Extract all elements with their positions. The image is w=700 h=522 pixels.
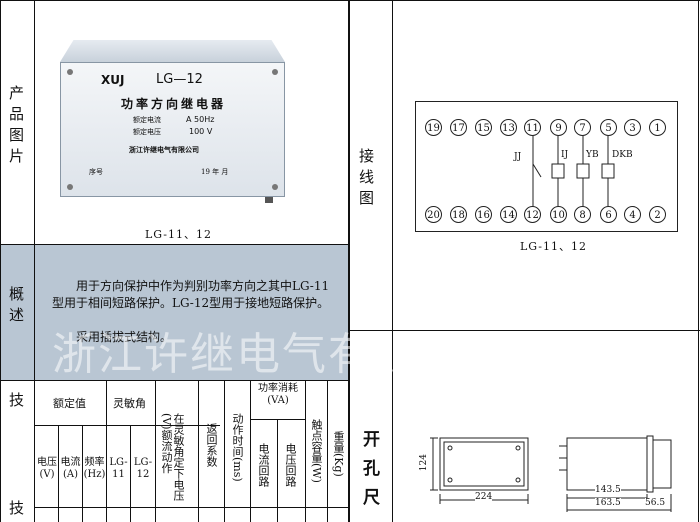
- th-lg12: LG-12: [133, 457, 153, 480]
- dim-143-5: 143.5: [595, 485, 621, 495]
- cutout-side-view: 143.5 163.5 56.5: [555, 430, 685, 518]
- product-photo: XUJ LG—12 功率方向继电器 额定电流 A 50Hz 额定电压 100 V…: [60, 40, 285, 203]
- tag-ij: IJ: [561, 150, 569, 160]
- terminal-7: 7: [574, 119, 591, 136]
- th-sensitive-angle: 灵敏角: [113, 397, 146, 410]
- cutout-label: 开孔尺: [359, 430, 379, 517]
- terminal-11: 11: [524, 119, 541, 136]
- terminal-14: 14: [500, 206, 517, 223]
- row-divider-right: [349, 330, 700, 331]
- maker-name: 浙江许继电气有限公司: [129, 145, 199, 154]
- th-power-cons: 功率消耗(VA): [258, 383, 298, 406]
- left-border: [0, 0, 1, 522]
- cutout-front-view: 124 224: [419, 432, 540, 512]
- rated-current-value: A 50Hz: [186, 115, 215, 124]
- screw-icon: [67, 69, 73, 75]
- tag-jj: JJ: [514, 152, 522, 162]
- terminal-12: 12: [524, 206, 541, 223]
- th-voltage-loop: 电压回路: [284, 443, 297, 487]
- th-current-loop: 电流回路: [257, 443, 270, 487]
- th-contact-capacity: 触点容量(W): [310, 419, 323, 483]
- right-border: [698, 0, 699, 522]
- wiring-lines: [532, 136, 615, 206]
- th-frequency: 频率(Hz): [83, 457, 106, 480]
- th-weight: 重量(Kg): [332, 431, 345, 477]
- terminal-8: 8: [574, 206, 591, 223]
- brand-logo: XUJ: [101, 73, 125, 87]
- tag-dkb: DKB: [612, 150, 633, 160]
- tag-yb: YB: [586, 150, 599, 160]
- screw-icon: [67, 184, 73, 190]
- overview-label-bg: [1, 245, 34, 380]
- th-lg11: LG-11: [109, 457, 128, 480]
- th-op-time: 动作时间(ms): [231, 413, 244, 482]
- th-sensitive-voltage: 在灵敏角定下电压(V)额流动作: [160, 413, 185, 501]
- dim-163-5: 163.5: [595, 498, 621, 508]
- terminal-3: 3: [624, 119, 641, 136]
- dim-56-5: 56.5: [645, 498, 666, 508]
- col-divider-right: [392, 0, 393, 522]
- terminal-9: 9: [550, 119, 567, 136]
- overview-body-bg: [35, 245, 348, 380]
- front-view-drawing: [430, 437, 529, 504]
- screw-icon: [272, 69, 278, 75]
- tech-table: 额定值 灵敏角 电压(V) 电流(A) 频率(Hz) LG-11 LG-12 在…: [35, 381, 348, 522]
- screw-icon: [272, 184, 278, 190]
- terminal-13: 13: [500, 119, 517, 136]
- terminal-10: 10: [550, 206, 567, 223]
- wiring-caption: LG-11、12: [520, 240, 588, 253]
- dim-124: 124: [419, 454, 429, 472]
- col-divider-mid: [348, 0, 350, 522]
- dim-224: 224: [475, 492, 493, 502]
- product-caption: LG-11、12: [145, 228, 213, 241]
- th-return-coef: 返回系数: [205, 423, 218, 467]
- product-name: 功率方向继电器: [121, 97, 227, 111]
- wiring-diagram: 19 17 15 13 11 9 7 5 3 1 20 18 16 14 12 …: [415, 101, 678, 232]
- terminal-4: 4: [624, 206, 641, 223]
- overview-para-2: 采用插拔式结构。: [76, 330, 173, 344]
- th-voltage: 电压(V): [37, 457, 57, 480]
- terminal-6: 6: [600, 206, 617, 223]
- technical-label: 技: [7, 392, 25, 413]
- wiring-label: 接线图: [357, 148, 375, 211]
- terminal-19: 19: [425, 119, 442, 136]
- watermark: 浙江许继电气有限公司: [52, 329, 512, 380]
- product-image-label: 产品图片: [7, 85, 25, 169]
- row-divider-left-1: [0, 244, 349, 245]
- terminal-2: 2: [649, 206, 666, 223]
- rated-current-label: 额定电流: [133, 116, 161, 124]
- rated-voltage-label: 额定电压: [133, 128, 161, 136]
- overview-label: 概述: [7, 286, 25, 328]
- terminal-5: 5: [600, 119, 617, 136]
- terminal-1: 1: [649, 119, 666, 136]
- terminal-20: 20: [425, 206, 442, 223]
- terminal-15: 15: [475, 119, 492, 136]
- terminal-16: 16: [475, 206, 492, 223]
- rated-voltage-value: 100 V: [189, 127, 213, 136]
- year-label: 19 年 月: [201, 168, 229, 176]
- technical-label-2: 技: [7, 500, 25, 521]
- col-divider-left: [34, 0, 35, 522]
- row-divider-left-2: [0, 380, 349, 381]
- serial-label: 序号: [89, 168, 103, 176]
- overview-para-1: 用于方向保护中作为判别功率方向之其中LG-11型用于相间短路保护。LG-12型用…: [52, 279, 330, 310]
- top-border: [0, 0, 700, 1]
- terminal-18: 18: [450, 206, 467, 223]
- th-current: 电流(A): [60, 457, 81, 480]
- model-badge: LG—12: [156, 72, 203, 87]
- terminal-17: 17: [450, 119, 467, 136]
- th-rated: 额定值: [53, 397, 86, 410]
